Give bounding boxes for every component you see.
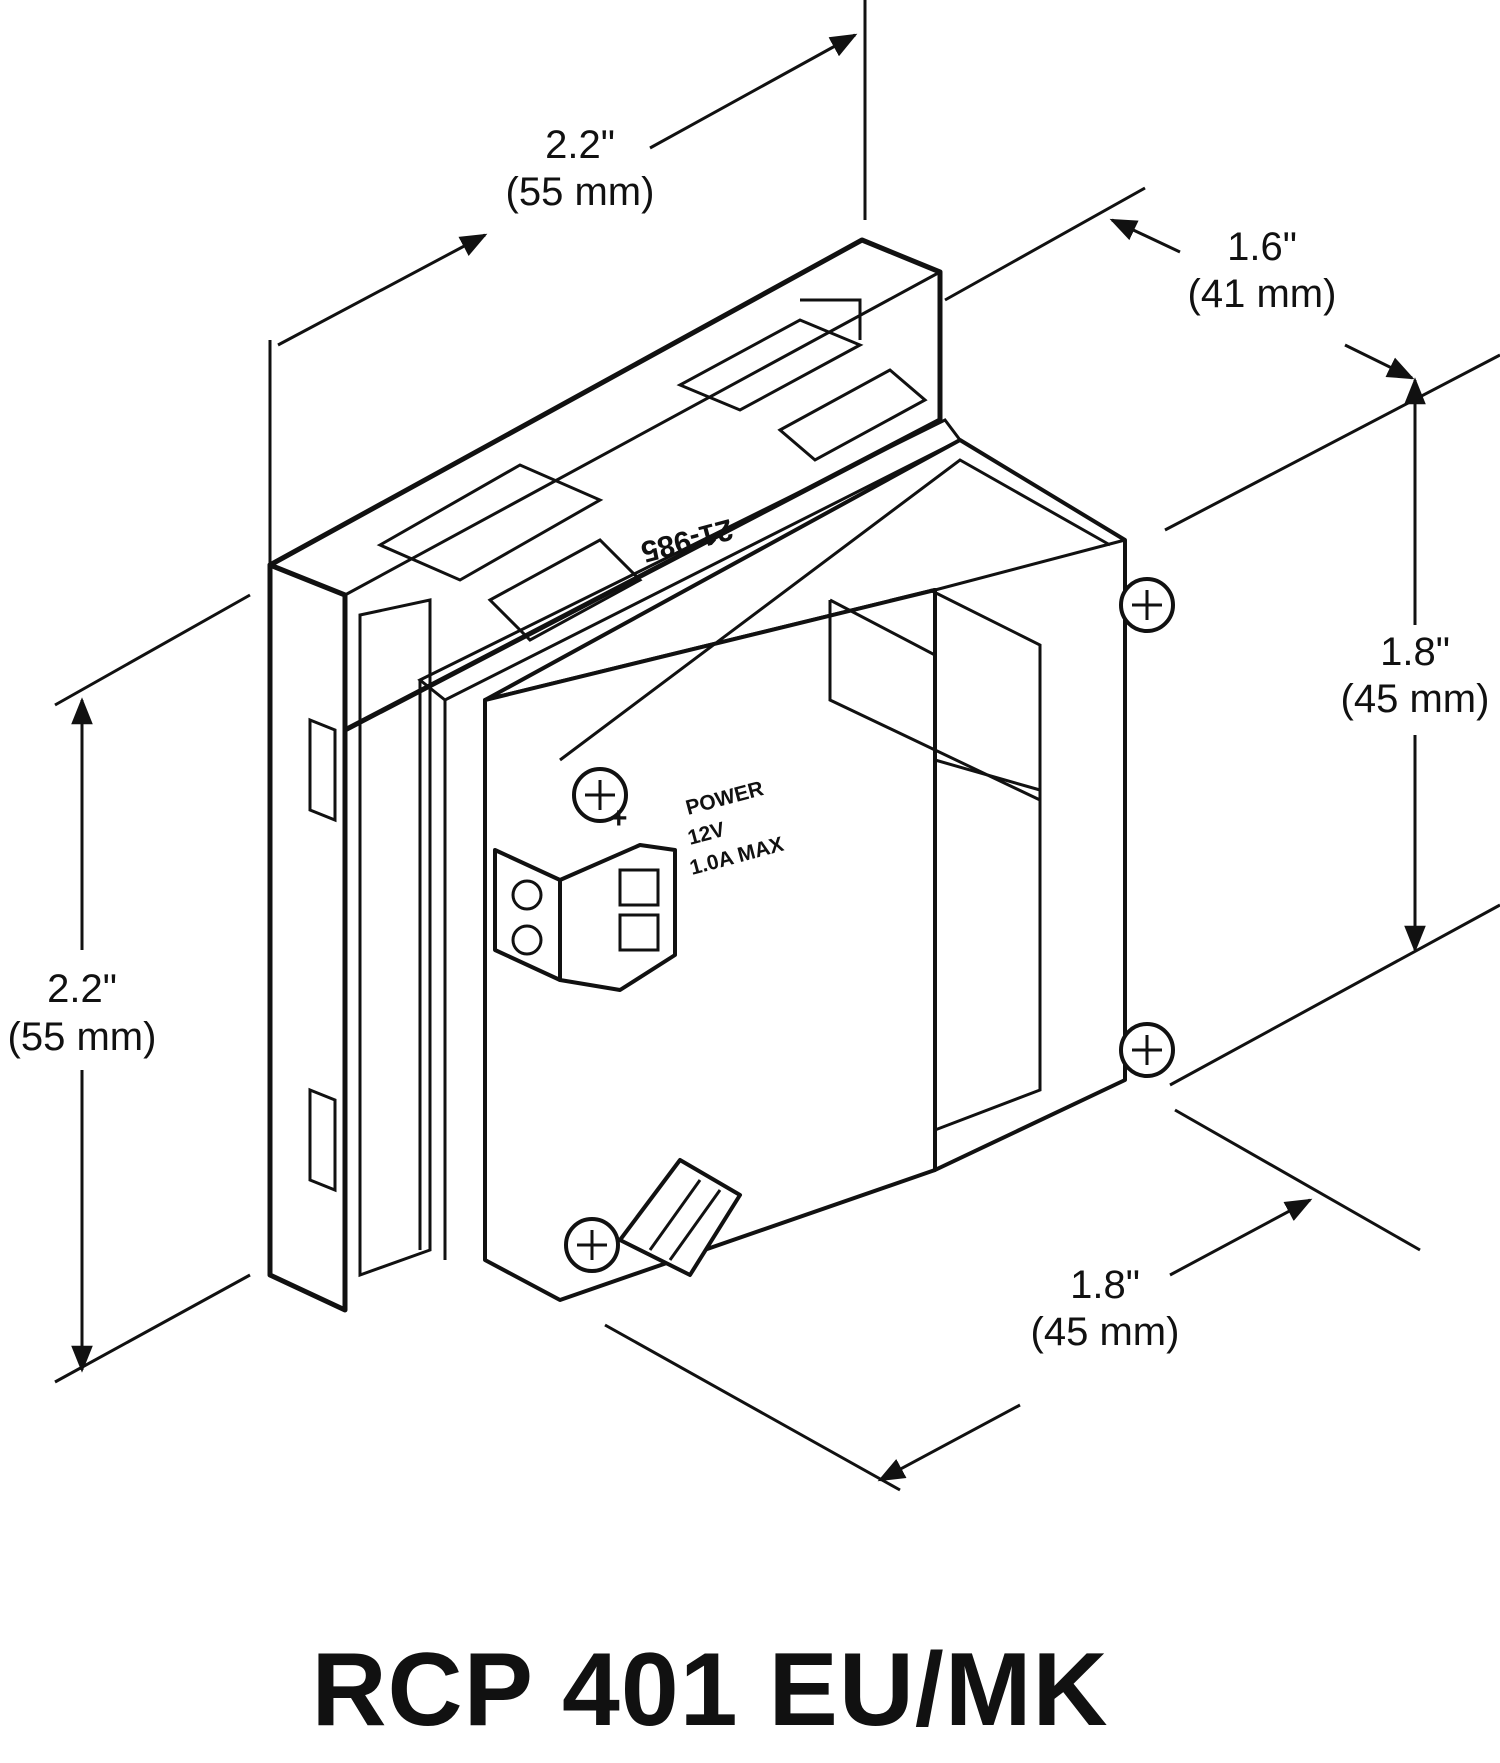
screw-icon xyxy=(1119,1022,1175,1078)
dimension-back-width: 1.8" (45 mm) xyxy=(604,1108,1421,1492)
dimension-front-height-mm: (55 mm) xyxy=(8,1015,157,1059)
dimension-front-height-inches: 2.2" xyxy=(47,967,117,1011)
model-title: RCP 401 EU/MK xyxy=(311,1632,1108,1748)
dimension-front-height: 2.2" (55 mm) xyxy=(8,593,251,1384)
dimension-back-width-inches: 1.8" xyxy=(1070,1263,1140,1307)
dimension-front-width-mm: (55 mm) xyxy=(506,170,655,214)
device-illustration: + POWER 12V 1.0A MAX 21-985 xyxy=(267,237,1175,1313)
dimension-back-height: 1.8" (45 mm) xyxy=(1169,377,1500,1087)
dimension-back-depth-inches: 1.6" xyxy=(1227,225,1297,269)
screw-icon xyxy=(564,1217,620,1273)
screw-icon xyxy=(1119,577,1175,633)
dimension-back-height-inches: 1.8" xyxy=(1380,630,1450,674)
dimension-back-depth-mm: (41 mm) xyxy=(1188,272,1337,316)
dimension-back-depth: 1.6" (41 mm) xyxy=(944,186,1500,532)
dimension-front-width-inches: 2.2" xyxy=(545,123,615,167)
dimension-back-height-mm: (45 mm) xyxy=(1341,677,1490,721)
connector-plug xyxy=(618,1158,742,1277)
dimension-back-width-mm: (45 mm) xyxy=(1031,1310,1180,1354)
polarity-plus-label: + xyxy=(610,802,628,835)
dimension-front-width: 2.2" (55 mm) xyxy=(268,0,867,565)
power-terminal-block xyxy=(493,843,677,992)
screw-icon xyxy=(572,767,628,823)
